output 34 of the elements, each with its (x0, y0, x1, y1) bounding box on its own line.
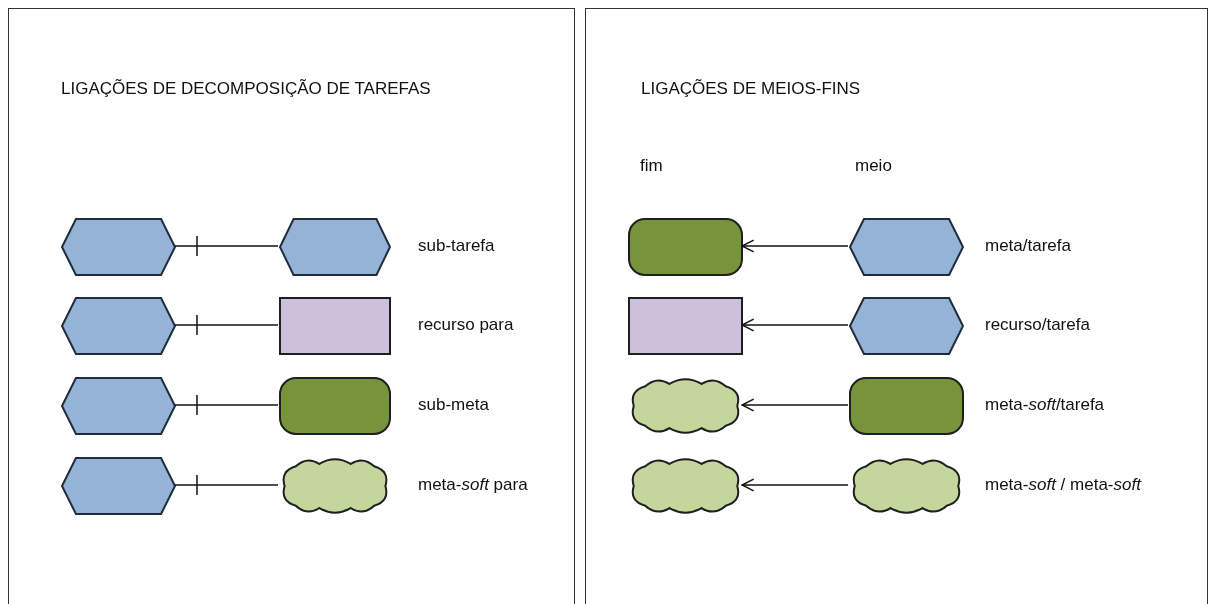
panel-title: LIGAÇÕES DE DECOMPOSIÇÃO DE TAREFAS (61, 79, 431, 99)
link-type-label: recurso para (418, 315, 514, 335)
task-hexagon (61, 377, 176, 435)
decomposition-link (174, 394, 279, 416)
link-type-label: meta-soft/tarefa (985, 395, 1105, 415)
task-hexagon (61, 218, 176, 276)
decomposition-link (174, 474, 279, 496)
task-hexagon (849, 218, 964, 276)
decomposition-link (174, 235, 279, 257)
task-hexagon (279, 218, 391, 276)
task-hexagon (61, 457, 176, 515)
means-ends-arrow (741, 398, 849, 412)
decomposition-link (174, 314, 279, 336)
link-type-label: meta-soft / meta-soft (985, 475, 1141, 495)
means-ends-arrow (741, 239, 849, 253)
link-type-label: sub-tarefa (418, 236, 495, 256)
means-ends-arrow (741, 478, 849, 492)
link-type-label: meta-soft para (418, 475, 528, 495)
goal-rounded-rectangle (628, 218, 743, 276)
resource-rectangle (628, 297, 743, 355)
task-hexagon (61, 297, 176, 355)
link-type-label: recurso/tarefa (985, 315, 1090, 335)
panel (8, 8, 575, 604)
resource-rectangle (279, 297, 391, 355)
goal-rounded-rectangle (849, 377, 964, 435)
link-type-label: meta/tarefa (985, 236, 1071, 256)
means-ends-arrow (741, 318, 849, 332)
task-hexagon (849, 297, 964, 355)
panel (585, 8, 1208, 604)
link-type-label: fim (640, 156, 663, 176)
link-type-label: meio (855, 156, 892, 176)
panel-title: LIGAÇÕES DE MEIOS-FINS (641, 79, 861, 99)
link-type-label: sub-meta (418, 395, 489, 415)
goal-rounded-rectangle (279, 377, 391, 435)
